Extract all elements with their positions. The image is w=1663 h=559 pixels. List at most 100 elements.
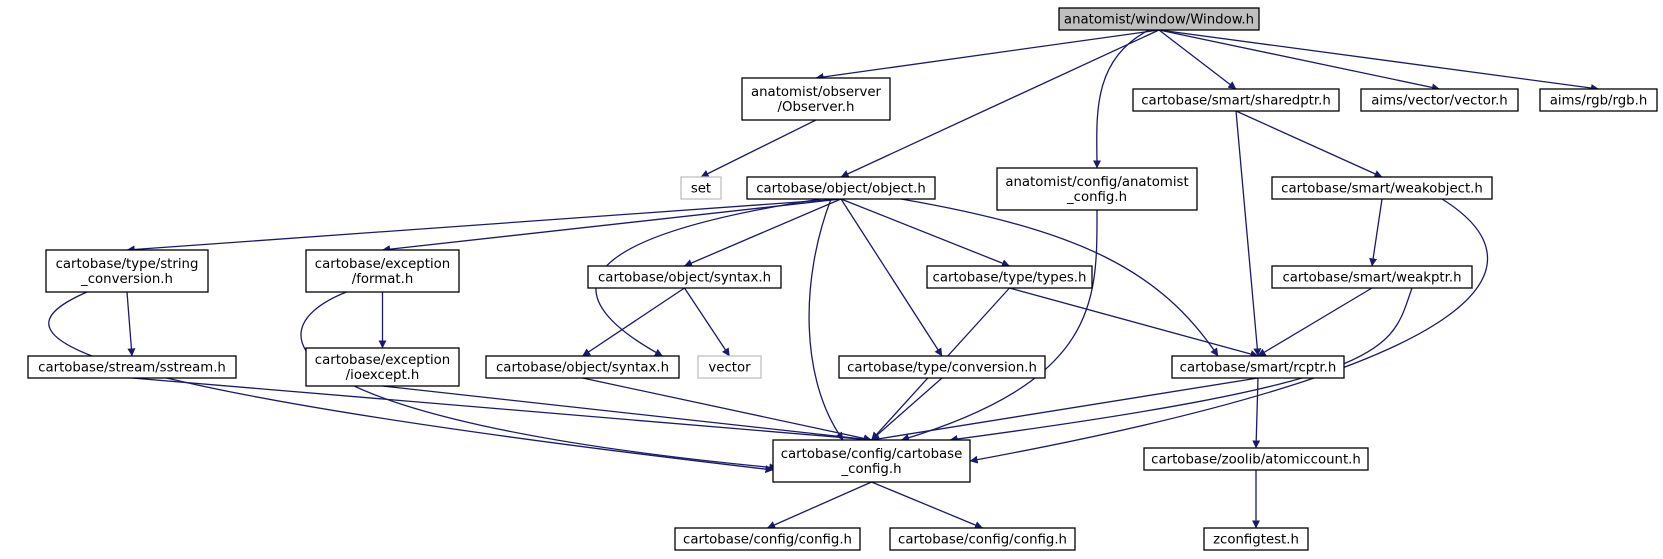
node-rgb[interactable]: aims/rgb/rgb.h xyxy=(1539,88,1658,112)
edge-window-to-sharedptr xyxy=(1158,29,1237,90)
node-sstream[interactable]: cartobase/stream/sstream.h xyxy=(27,355,237,379)
edge-window-to-object xyxy=(840,29,1160,178)
node-box xyxy=(996,167,1198,211)
node-cbconfig[interactable]: cartobase/config/cartobase_config.h xyxy=(772,439,971,483)
node-syntax2[interactable]: cartobase/object/syntax.h xyxy=(485,355,680,379)
edge-sharedptr-to-weakobject xyxy=(1235,110,1383,178)
node-object[interactable]: cartobase/object/object.h xyxy=(746,176,936,200)
node-atomic[interactable]: cartobase/zoolib/atomiccount.h xyxy=(1143,447,1369,471)
node-vectorh[interactable]: aims/vector/vector.h xyxy=(1360,88,1519,112)
node-weakptr[interactable]: cartobase/smart/weakptr.h xyxy=(1271,265,1473,289)
node-label-line: cartobase/object/syntax.h xyxy=(496,361,669,376)
node-label-line: aims/vector/vector.h xyxy=(1371,94,1507,109)
node-box xyxy=(305,249,460,293)
node-box xyxy=(1132,88,1340,112)
node-rcptr[interactable]: cartobase/smart/rcptr.h xyxy=(1171,355,1345,379)
node-zconfig[interactable]: zconfigtest.h xyxy=(1203,527,1309,551)
edge-conversion-to-cbconfig xyxy=(871,377,943,441)
node-box xyxy=(27,355,237,379)
edge-weakptr-to-rcptr xyxy=(1257,287,1373,357)
node-strconv[interactable]: cartobase/type/string_conversion.h xyxy=(45,249,209,293)
edge-syntax1-to-syntax2 xyxy=(582,287,685,357)
node-box xyxy=(889,527,1076,551)
edge-sstream-to-cbconfig xyxy=(131,377,872,444)
node-label-line: _config.h xyxy=(841,462,902,477)
node-vector[interactable]: vector xyxy=(697,355,762,379)
edge-object-to-strconv xyxy=(126,198,842,254)
edge-ioexcept-to-cbconfig xyxy=(382,385,872,444)
edge-strconv-to-sstream xyxy=(126,291,136,357)
edges-layer xyxy=(48,29,1599,529)
node-box xyxy=(1271,176,1493,200)
edge-cbconfig-to-config2 xyxy=(871,481,983,529)
node-box xyxy=(772,439,971,483)
node-label-line: /Observer.h xyxy=(778,100,855,115)
node-box xyxy=(1058,7,1260,31)
node-label-line: cartobase/config/config.h xyxy=(683,533,852,548)
node-window[interactable]: anatomist/window/Window.h xyxy=(1058,7,1260,31)
node-config1[interactable]: cartobase/config/config.h xyxy=(674,527,861,551)
node-types[interactable]: cartobase/type/types.h xyxy=(926,265,1093,289)
edge-observer-to-set xyxy=(700,119,817,178)
node-box xyxy=(674,527,861,551)
edge-types-to-rcptr xyxy=(1009,287,1259,358)
node-box xyxy=(697,355,762,379)
node-sharedptr[interactable]: cartobase/smart/sharedptr.h xyxy=(1132,88,1340,112)
node-label-line: cartobase/exception xyxy=(315,257,450,272)
node-label-line: cartobase/stream/sstream.h xyxy=(38,361,226,376)
edge-window-to-rgb xyxy=(1158,29,1599,92)
node-observer[interactable]: anatomist/observer/Observer.h xyxy=(741,77,891,121)
edge-weakobject-to-cbconfig xyxy=(969,198,1489,464)
node-anaconfig[interactable]: anatomist/config/anatomist_config.h xyxy=(996,167,1198,211)
node-label-line: _config.h xyxy=(1066,190,1127,205)
node-box xyxy=(1539,88,1658,112)
node-format[interactable]: cartobase/exception/format.h xyxy=(305,249,460,293)
node-label-line: anatomist/observer xyxy=(751,85,882,100)
edge-rcptr-to-cbconfig xyxy=(871,377,1259,443)
edge-object-to-cbconfig xyxy=(808,198,844,441)
node-label-line: cartobase/type/string xyxy=(56,257,199,272)
node-conversion[interactable]: cartobase/type/conversion.h xyxy=(838,355,1046,379)
node-label-line: vector xyxy=(708,361,751,376)
node-box xyxy=(746,176,936,200)
node-label-line: cartobase/type/types.h xyxy=(933,271,1087,286)
node-set[interactable]: set xyxy=(680,176,722,200)
node-label-line: anatomist/config/anatomist xyxy=(1005,175,1188,190)
node-label-line: cartobase/config/cartobase xyxy=(781,447,963,462)
node-box xyxy=(45,249,209,293)
node-box xyxy=(1271,265,1473,289)
node-label-line: cartobase/type/conversion.h xyxy=(847,361,1037,376)
edge-syntax1-to-vector xyxy=(683,287,731,357)
node-label-line: cartobase/smart/rcptr.h xyxy=(1180,361,1337,376)
node-label-line: _conversion.h xyxy=(80,272,173,287)
node-box xyxy=(1143,447,1369,471)
node-box xyxy=(680,176,722,200)
node-weakobject[interactable]: cartobase/smart/weakobject.h xyxy=(1271,176,1493,200)
node-label-line: cartobase/config/config.h xyxy=(898,533,1067,548)
edge-object-to-syntax1 xyxy=(684,198,842,267)
edge-sharedptr-to-rcptr xyxy=(1235,110,1262,357)
node-box xyxy=(1171,355,1345,379)
edge-object-to-conversion xyxy=(840,198,943,357)
edge-window-to-observer xyxy=(815,29,1160,81)
node-label-line: cartobase/exception xyxy=(315,353,450,368)
node-label-line: anatomist/window/Window.h xyxy=(1064,13,1254,28)
node-ioexcept[interactable]: cartobase/exception/ioexcept.h xyxy=(305,347,460,387)
node-label-line: cartobase/object/syntax.h xyxy=(598,271,771,286)
node-box xyxy=(1360,88,1519,112)
edge-syntax2-to-cbconfig xyxy=(582,377,872,443)
node-box xyxy=(926,265,1093,289)
node-label-line: cartobase/smart/sharedptr.h xyxy=(1141,94,1331,109)
node-box xyxy=(587,265,782,289)
nodes-layer: anatomist/window/Window.h anatomist/obser… xyxy=(27,7,1658,551)
node-label-line: /format.h xyxy=(352,272,414,287)
edge-object-to-rcptr xyxy=(900,198,1219,357)
edge-rcptr-to-atomic xyxy=(1252,377,1261,449)
edge-window-to-vectorh xyxy=(1158,29,1440,92)
node-box xyxy=(741,77,891,121)
node-label-line: set xyxy=(691,182,711,197)
node-config2[interactable]: cartobase/config/config.h xyxy=(889,527,1076,551)
node-syntax1[interactable]: cartobase/object/syntax.h xyxy=(587,265,782,289)
node-label-line: cartobase/zoolib/atomiccount.h xyxy=(1151,453,1361,468)
